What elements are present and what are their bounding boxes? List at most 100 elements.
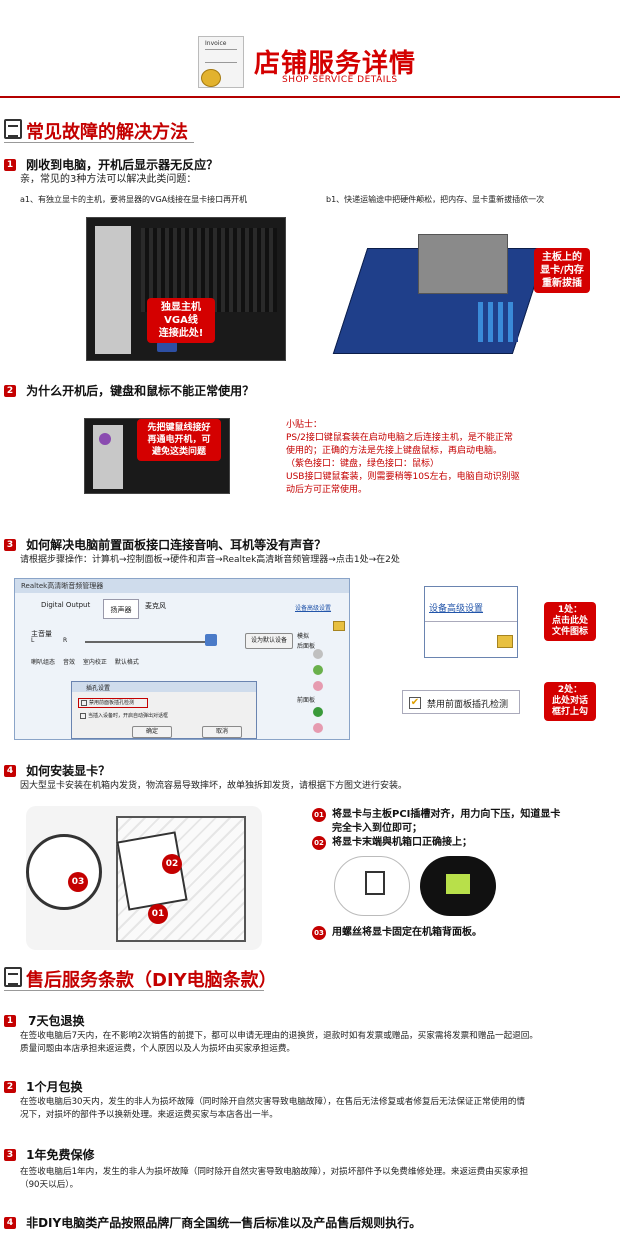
km-callout-line: 避免这类问题 — [151, 447, 206, 457]
fig-label-01: 01 — [148, 904, 168, 924]
callout-line: 框打上勾 — [551, 707, 588, 717]
tab-speaker[interactable]: 扬声器 — [103, 599, 139, 619]
back-panel-label: 后面板 — [297, 643, 316, 650]
policy-number: 4 — [4, 1216, 16, 1229]
q1-b1: b1、快递运输途中把硬件颠松，把内存、显卡重新拔插依一次 — [326, 195, 545, 204]
dialog-option-auto-popup[interactable]: 当插入设备时，开启自动弹出对话框 — [78, 712, 168, 719]
step2-callout: 2处： 此处对话 框打上勾 — [544, 682, 596, 721]
window-title: Realtek高清晰音频管理器 — [21, 582, 104, 590]
subtab-effects[interactable]: 音效 — [62, 659, 75, 666]
policy-1-text: 在签收电脑后7天内，在不影响2次销售的前提下，都可以申请无理由的退换货，退款时如… — [20, 1030, 620, 1056]
tip-line: USB接口键鼠套装，则需要稍等10S左右，电脑自动识别驱 — [286, 472, 520, 482]
policy-number: 2 — [4, 1080, 16, 1093]
zoom-checkbox-icon[interactable]: ✔ — [409, 697, 421, 709]
main-volume-label: 主音量 — [31, 630, 52, 638]
subtab-speaker-config[interactable]: 喇叭组态 — [31, 659, 56, 666]
policy-line: 况下，对损坏的部件予以换新处理。来返运费买家与本店各出一半。 — [20, 1110, 278, 1120]
reseat-callout-line: 显卡/内存 — [540, 265, 584, 276]
jack-icon — [313, 707, 323, 717]
faq-section-title: 常见故障的解决方法 — [26, 122, 188, 143]
header-divider — [0, 96, 620, 98]
step3-badge: 03 — [312, 926, 326, 940]
q1-heading: 1 刚收到电脑，开机后显示器无反应？ — [4, 154, 218, 173]
dialog-cancel-button[interactable]: 取消 — [202, 726, 242, 738]
tab-label: 麦克风 — [145, 602, 166, 610]
policy-line: 在签收电脑后1年内，发生的非人为损坏故障（同时除开自然灾害导致电脑故障），对损坏… — [20, 1167, 529, 1177]
reseat-callout: 主板上的 显卡/内存 重新拔插 — [534, 248, 590, 293]
tab-digital-output[interactable]: Digital Output — [41, 601, 90, 609]
dialog-title: 插孔设置 — [86, 685, 111, 692]
jack-icon — [313, 649, 323, 659]
jack-settings-dialog: 插孔设置 禁用前面板插孔检测 当插入设备时，开启自动弹出对话框 确定 取消 — [71, 681, 257, 739]
dialog-ok-button[interactable]: 确定 — [132, 726, 172, 738]
step-line: 完全卡入到位即可； — [332, 823, 422, 834]
policy-item-4: 4 非DIY电脑类产品按照品牌厂商全国统一售后标准以及产品售后规则执行。 — [4, 1212, 421, 1231]
zoom-link-text[interactable]: 设备高级设置 — [429, 604, 484, 614]
q1-intro: 亲，常见的3种方法可以解决此类问题： — [20, 174, 197, 185]
callout-line: 1处： — [557, 605, 583, 615]
step1-text: 将显卡与主板PCI插槽对齐，用力向下压，知道显卡 完全卡入到位即可； — [332, 808, 602, 836]
option-label: 当插入设备时，开启自动弹出对话框 — [88, 713, 169, 719]
realtek-window: Realtek高清晰音频管理器 Digital Output 扬声器 麦克风 主… — [14, 578, 350, 740]
cable-connector-image — [334, 856, 410, 916]
motherboard-image: 主板上的 显卡/内存 重新拔插 — [332, 212, 592, 382]
invoice-icon-label: Invoice — [205, 40, 227, 47]
zoom-box-link: 设备高级设置 — [424, 586, 518, 658]
speaker-icon[interactable] — [205, 634, 217, 646]
invoice-lines-icon — [205, 49, 237, 63]
invoice-icon: Invoice — [198, 36, 244, 88]
callout-line: 点击此处 — [551, 616, 588, 626]
zoom-box-checkbox: ✔ 禁用前面板插孔检测 — [402, 690, 520, 714]
km-callout-line: 先把键鼠线接好 — [147, 423, 211, 433]
dropdown-label: 设为默认设备 — [250, 637, 287, 644]
after-sales-underline — [4, 990, 264, 991]
q1-a1: a1、有独立显卡的主机，要将显器的VGA线接在显卡接口再开机 — [20, 195, 248, 204]
q3-steps: 请根据步骤操作：计算机→控制面板→硬件和声音→Realtek高清晰音频管理器→点… — [20, 555, 400, 565]
q1-number: 1 — [4, 158, 16, 171]
io-shield — [95, 226, 131, 354]
vga-callout-line: 独显主机 — [161, 302, 201, 313]
jack-icon — [313, 665, 323, 675]
folder-icon[interactable] — [497, 635, 513, 648]
policy-3-text: 在签收电脑后1年内，发生的非人为损坏故障（同时除开自然灾害导致电脑故障），对损坏… — [20, 1166, 620, 1192]
option-label: 禁用前面板插孔检测 — [89, 700, 135, 706]
policy-line: 在签收电脑后30天内，发生的非人为损坏故障（同时除开自然灾害导致电脑故障），在售… — [20, 1097, 526, 1107]
policy-title: 1个月包换 — [26, 1080, 83, 1094]
device-advanced-link[interactable]: 设备高级设置 — [295, 605, 332, 612]
subtab-room-correction[interactable]: 室内校正 — [82, 659, 107, 666]
policy-number: 3 — [4, 1148, 16, 1161]
graphics-card-shape — [418, 234, 508, 294]
tip-line: 使用的；正确的方法是先接上键盘鼠标，再启动电脑。 — [286, 446, 503, 456]
q3-heading: 3 如何解决电脑前置面板接口连接音响、耳机等没有声音？ — [4, 534, 326, 553]
tab-microphone[interactable]: 麦克风 — [145, 601, 166, 611]
vga-port-icon — [157, 342, 177, 352]
page-subtitle: SHOP SERVICE DETAILS — [282, 75, 398, 85]
tip-line: 小贴士： — [286, 420, 323, 430]
after-sales-title: 售后服务条款（DIY电脑条款） — [26, 970, 277, 991]
pc-rear-io-image: 独显主机 VGA线 连接此处! — [86, 217, 286, 361]
volume-slider[interactable] — [85, 641, 205, 643]
folder-icon-small[interactable] — [333, 621, 345, 631]
vga-callout-line: 连接此处! — [158, 328, 204, 339]
dialog-titlebar: 插孔设置 — [72, 682, 256, 692]
fig-label-02: 02 — [162, 854, 182, 874]
step2-text: 将显卡末端與机箱口正确接上； — [332, 837, 472, 848]
fig-label-03: 03 — [68, 872, 88, 892]
dialog-option-disable-detection[interactable]: 禁用前面板插孔检测 — [78, 698, 148, 708]
subtab-default-format[interactable]: 默认格式 — [114, 659, 139, 666]
step1-badge: 01 — [312, 808, 326, 822]
policy-title: 非DIY电脑类产品按照品牌厂商全国统一售后标准以及产品售后规则执行。 — [26, 1216, 422, 1230]
jack-icon — [313, 723, 323, 733]
km-callout-line: 再通电开机，可 — [147, 435, 211, 445]
policy-line: （90天以后）。 — [20, 1180, 79, 1190]
faq-title-underline — [4, 142, 194, 143]
document-icon — [4, 967, 22, 987]
reseat-callout-line: 重新拔插 — [542, 278, 582, 289]
policy-item-1: 1 7天包退换 — [4, 1010, 84, 1029]
callout-line: 文件图标 — [551, 627, 588, 637]
policy-2-text: 在签收电脑后30天内，发生的非人为损坏故障（同时除开自然灾害导致电脑故障），在售… — [20, 1096, 620, 1122]
set-default-dropdown[interactable]: 设为默认设备 — [245, 633, 293, 649]
policy-number: 1 — [4, 1014, 16, 1027]
tip-line: （紫色接口：键盘，绿色接口：鼠标） — [286, 459, 440, 469]
step1-callout: 1处： 点击此处 文件图标 — [544, 602, 596, 641]
